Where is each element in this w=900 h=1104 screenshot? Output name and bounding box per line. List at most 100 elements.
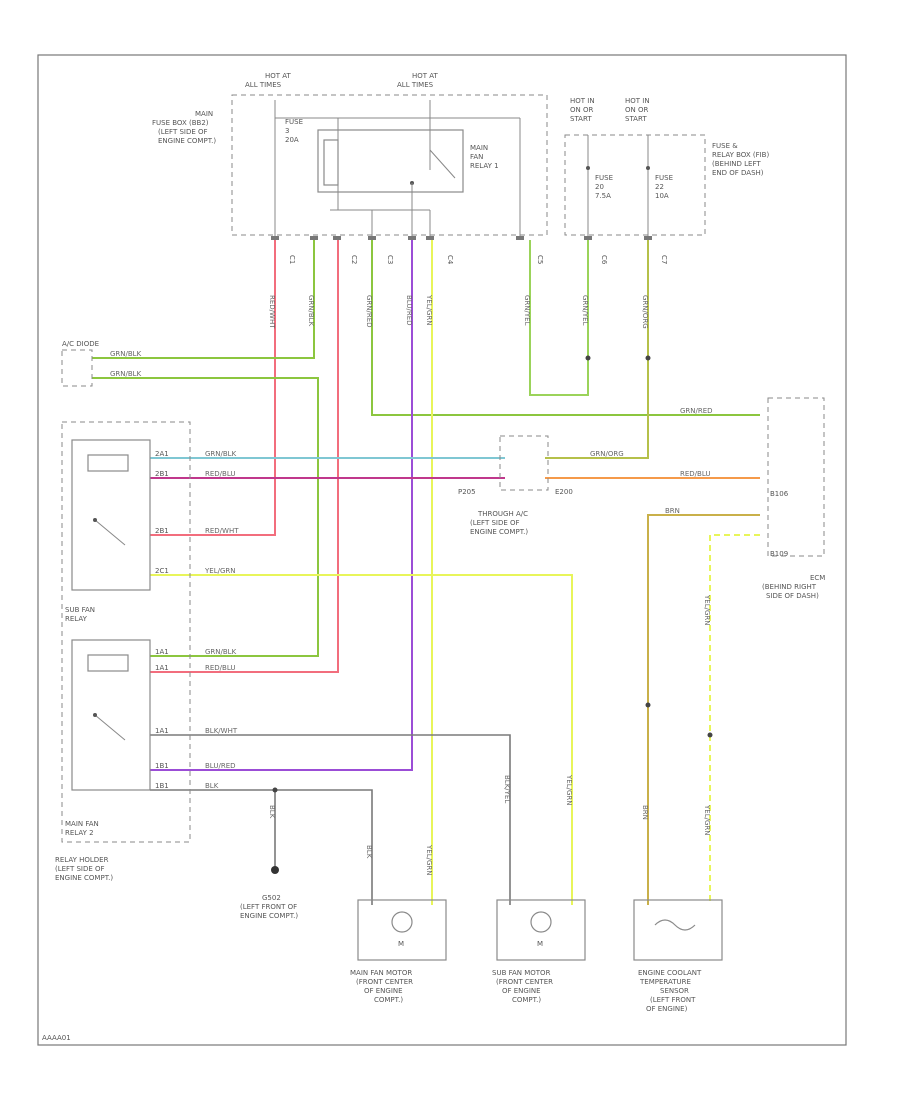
pin-b5: 1B1 xyxy=(155,782,169,790)
wire-purple xyxy=(150,240,413,771)
wl-m4: YEL/GRN xyxy=(565,774,573,805)
pin-c6: C6 xyxy=(600,255,608,265)
wire-green-loop xyxy=(529,240,589,396)
wire-tan xyxy=(647,514,760,905)
wl-grn-org: GRN/ORG xyxy=(641,295,649,329)
wl-r8: BLU/RED xyxy=(205,762,236,770)
wl-m2: YEL/GRN xyxy=(425,844,433,875)
relay-holder-label: RELAY HOLDER (LEFT SIDE OF ENGINE COMPT.… xyxy=(55,856,113,882)
pin-c3: C3 xyxy=(386,255,394,264)
pin-c5: C5 xyxy=(536,255,544,264)
main-fan-relay-2-box xyxy=(71,639,151,791)
fuse-top-label: FUSE 3 20A xyxy=(285,118,305,144)
wire-gray-2 xyxy=(150,789,373,905)
wire-yellow-2 xyxy=(150,574,573,905)
wl-r6: RED/BLU xyxy=(205,664,236,672)
pin-c2: C2 xyxy=(350,255,358,264)
wire-green-1 xyxy=(92,240,315,359)
wire-green-ecm xyxy=(371,240,760,416)
wl-yel-grn: YEL/GRN xyxy=(425,294,433,325)
main-fan-relay-2-label: MAIN FAN RELAY 2 xyxy=(65,820,101,837)
sub-fan-motor xyxy=(496,899,586,961)
wl-r1: GRN/BLK xyxy=(205,450,237,458)
main-fuse-box-outline xyxy=(231,94,548,236)
through-ac-connector xyxy=(499,435,549,491)
ect-sensor xyxy=(633,899,723,961)
wire-yellow-dash xyxy=(709,534,760,905)
wl-grn-yel: GRN/YEL xyxy=(523,295,531,326)
sub-fan-relay-label: SUB FAN RELAY xyxy=(65,606,97,623)
pin-b2: 1A1 xyxy=(155,664,169,672)
pin-a2: 2B1 xyxy=(155,470,169,478)
wl-ac-2: GRN/BLK xyxy=(110,370,142,378)
pin-c7: C7 xyxy=(660,255,668,264)
fuse-left-label: FUSE 20 7.5A xyxy=(595,174,615,200)
fuse-right-label: FUSE 22 10A xyxy=(655,174,675,200)
wl-r7: BLK/WHT xyxy=(205,727,238,735)
wl-r3: RED/WHT xyxy=(205,527,239,535)
sub-fan-motor-symbol: M xyxy=(537,940,543,948)
main-fan-motor-label: MAIN FAN MOTOR (FRONT CENTER OF ENGINE C… xyxy=(350,969,415,1004)
ecm-label: ECM (BEHIND RIGHT SIDE OF DASH) xyxy=(762,574,828,600)
wl-m1: BLK xyxy=(365,845,373,859)
relay-holder-outline xyxy=(61,421,191,843)
ac-diode xyxy=(61,349,93,387)
ect-sensor-label: ENGINE COOLANT TEMPERATURE SENSOR (LEFT … xyxy=(638,969,704,1013)
wire-gray-1 xyxy=(150,734,511,905)
pin-a1: 2A1 xyxy=(155,450,169,458)
connector-ticks xyxy=(271,236,652,240)
main-fan-motor-symbol: M xyxy=(398,940,404,948)
fuse-relay-box-outline xyxy=(564,134,706,236)
pin-a3: 2B1 xyxy=(155,527,169,535)
wire-red-2 xyxy=(150,240,339,673)
wl-m6: YEL/GRN xyxy=(703,804,711,835)
main-fan-relay-label: MAIN FAN RELAY 1 xyxy=(470,144,499,170)
wl-t1: GRN/ORG xyxy=(590,450,624,458)
pin-b3: 1A1 xyxy=(155,727,169,735)
b109-label: B109 xyxy=(770,550,788,558)
sub-fan-relay-box xyxy=(71,439,151,591)
wl-grn-red: GRN/RED xyxy=(365,295,373,328)
b106-label: B106 xyxy=(770,490,789,498)
wl-t2: RED/BLU xyxy=(680,470,711,478)
wl-m7: YEL/GRN xyxy=(703,594,711,625)
wl-grn-blk: GRN/BLK xyxy=(307,295,315,327)
wl-r4: YEL/GRN xyxy=(204,567,235,575)
wl-r2: RED/BLU xyxy=(205,470,236,478)
relay-switch xyxy=(429,149,456,179)
hot-in-on-1: HOT IN ON OR START xyxy=(570,97,597,123)
main-fan-motor xyxy=(357,899,447,961)
wl-ground: BLK xyxy=(268,805,276,819)
e200-label: E200 xyxy=(555,488,573,496)
ground-g502 xyxy=(271,866,279,874)
wl-m3: BLK/YEL xyxy=(503,775,511,803)
p205-label: P205 xyxy=(458,488,476,496)
wire-red-1 xyxy=(150,240,276,536)
pin-c1: C1 xyxy=(288,255,296,264)
pin-b1: 1A1 xyxy=(155,648,169,656)
pin-b4: 1B1 xyxy=(155,762,169,770)
wl-m5: BRN xyxy=(641,805,649,820)
fuse-relay-box-label: FUSE & RELAY BOX (FIB) (BEHIND LEFT END … xyxy=(712,142,771,177)
main-fuse-box-label: MAIN FUSE BOX (BB2) (LEFT SIDE OF ENGINE… xyxy=(152,110,216,145)
sub-fan-motor-label: SUB FAN MOTOR (FRONT CENTER OF ENGINE CO… xyxy=(492,969,555,1004)
wl-r5: GRN/BLK xyxy=(205,648,237,656)
wl-grn-yel-2: GRN/YEL xyxy=(581,295,589,326)
g502-label: G502 (LEFT FRONT OF ENGINE COMPT.) xyxy=(240,894,299,920)
wl-red-wht: RED/WHT xyxy=(268,295,276,329)
wl-e1: BRN xyxy=(665,507,680,515)
ac-diode-label: A/C DIODE xyxy=(62,340,99,348)
through-ac-label: THROUGH A/C (LEFT SIDE OF ENGINE COMPT.) xyxy=(470,510,530,536)
diagram-frame xyxy=(37,54,847,1046)
wl-r9: BLK xyxy=(205,782,219,790)
footer-code: AAAA01 xyxy=(42,1034,71,1042)
wl-ac-1: GRN/BLK xyxy=(110,350,142,358)
main-fan-relay-box xyxy=(317,129,464,193)
pin-a4: 2C1 xyxy=(155,567,169,575)
wl-blu-red: BLU/RED xyxy=(405,295,413,326)
ecm-outline xyxy=(767,397,825,557)
